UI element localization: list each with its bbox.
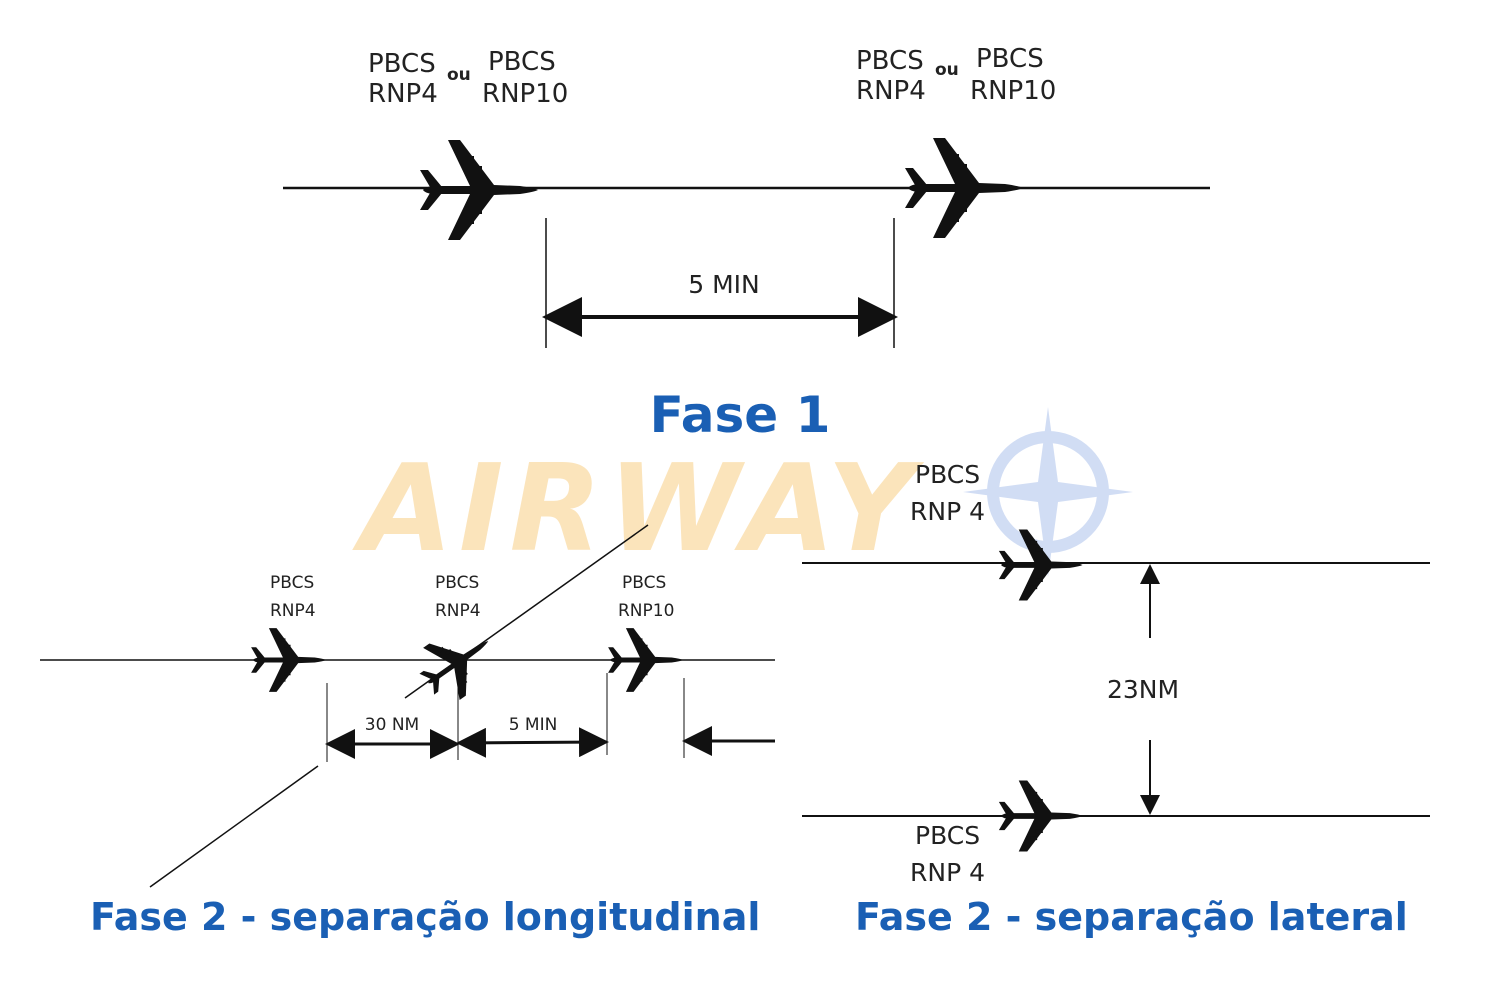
fase1-left-ou: ou	[447, 65, 471, 85]
longitudinal-distance-label: 30 NM	[365, 715, 419, 735]
lateral-top-rnp: RNP 4	[910, 497, 985, 526]
longitudinal-aircraft-3-pbcs: PBCS	[622, 573, 666, 593]
longitudinal-time-label: 5 MIN	[509, 715, 558, 735]
longitudinal-aircraft-2-pbcs: PBCS	[435, 573, 479, 593]
longitudinal-time-arrow	[456, 727, 609, 758]
watermark-text: AIRWAY	[352, 440, 925, 579]
lateral-bottom-rnp: RNP 4	[910, 858, 985, 887]
fase1-aircraft-left	[420, 140, 538, 240]
lateral-separation-label: 23NM	[1107, 675, 1179, 704]
fase2-lateral-title: Fase 2 - separação lateral	[855, 895, 1408, 939]
fase1-diagram: PBCS RNP4 ou PBCS RNP10 PBCS RNP4 ou PBC…	[283, 44, 1210, 348]
longitudinal-aircraft-3-rnp: RNP10	[618, 601, 674, 621]
lateral-top-pbcs: PBCS	[915, 460, 980, 489]
fase1-aircraft-right	[905, 138, 1023, 238]
fase1-title: Fase 1	[650, 386, 831, 444]
fase1-left-alt-rnp: RNP10	[482, 79, 568, 109]
fase1-right-rnp: RNP4	[856, 76, 926, 106]
fase1-right-alt-pbcs: PBCS	[976, 44, 1044, 74]
fase1-right-pbcs: PBCS	[856, 46, 924, 76]
watermark: AIRWAY	[352, 407, 1133, 579]
longitudinal-aircraft-1-rnp: RNP4	[270, 601, 316, 621]
lateral-bottom-pbcs: PBCS	[915, 821, 980, 850]
fase1-left-pbcs: PBCS	[368, 49, 436, 79]
fase1-left-alt-pbcs: PBCS	[488, 47, 556, 77]
longitudinal-diagonal-track-lower	[149, 765, 319, 888]
fase1-right-alt-rnp: RNP10	[970, 76, 1056, 106]
compass-rose-icon	[963, 407, 1133, 577]
fase2-lateral-diagram: PBCS RNP 4 PBCS RNP 4 23NM	[802, 460, 1430, 887]
fase1-left-rnp: RNP4	[368, 79, 438, 109]
fase1-right-ou: ou	[935, 60, 959, 80]
fase2-longitudinal-title: Fase 2 - separação longitudinal	[90, 895, 760, 939]
longitudinal-aircraft-1-pbcs: PBCS	[270, 573, 314, 593]
longitudinal-aircraft-2-rnp: RNP4	[435, 601, 481, 621]
fase1-separation-label: 5 MIN	[688, 270, 760, 299]
fase2-longitudinal-diagram: PBCS RNP4 PBCS RNP4 PBCS RNP10 30 NM 5 M…	[40, 524, 775, 888]
